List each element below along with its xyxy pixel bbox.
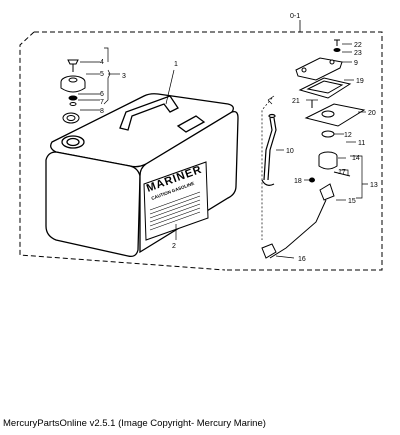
callout-11: 11 xyxy=(358,140,365,147)
callout-19: 19 xyxy=(356,78,364,85)
callout-16: 16 xyxy=(298,256,306,263)
callout-10: 10 xyxy=(286,148,294,155)
callout-9: 9 xyxy=(354,60,358,67)
callout-numbers: 1 2 3 4 5 6 7 8 9 10 11 12 13 14 15 16 1… xyxy=(100,42,378,263)
callout-13: 13 xyxy=(370,182,378,189)
assembly-boundary xyxy=(19,31,383,271)
callout-1: 1 xyxy=(174,61,178,68)
callout-23: 23 xyxy=(354,50,362,57)
callout-12: 12 xyxy=(344,132,352,139)
fuel-tank-exploded-diagram: 0-1 MARINER CAUTION GASOLINE xyxy=(19,13,383,271)
callout-8: 8 xyxy=(100,108,104,115)
callout-22: 22 xyxy=(354,42,362,49)
callout-18: 18 xyxy=(294,178,302,185)
callout-17: 17 xyxy=(338,169,346,176)
pickup-tube xyxy=(261,113,277,186)
leader-lines xyxy=(78,43,368,259)
callout-14: 14 xyxy=(352,155,360,162)
image-caption: MercuryPartsOnline v2.5.1 (Image Copyrig… xyxy=(3,418,266,429)
callout-6: 6 xyxy=(100,91,104,98)
callout-7: 7 xyxy=(100,99,104,106)
assembly-label: 0-1 xyxy=(290,13,300,20)
gauge-parts xyxy=(261,39,366,259)
callout-21: 21 xyxy=(292,98,300,105)
fuel-tank xyxy=(45,93,239,258)
callout-4: 4 xyxy=(100,59,104,66)
callout-5: 5 xyxy=(100,71,104,78)
callout-15: 15 xyxy=(348,198,356,205)
callout-20: 20 xyxy=(368,110,376,117)
fuel-cap-parts xyxy=(60,59,86,124)
callout-3: 3 xyxy=(122,73,126,80)
callout-2: 2 xyxy=(172,243,176,250)
tank-decal: MARINER CAUTION GASOLINE xyxy=(143,161,209,241)
